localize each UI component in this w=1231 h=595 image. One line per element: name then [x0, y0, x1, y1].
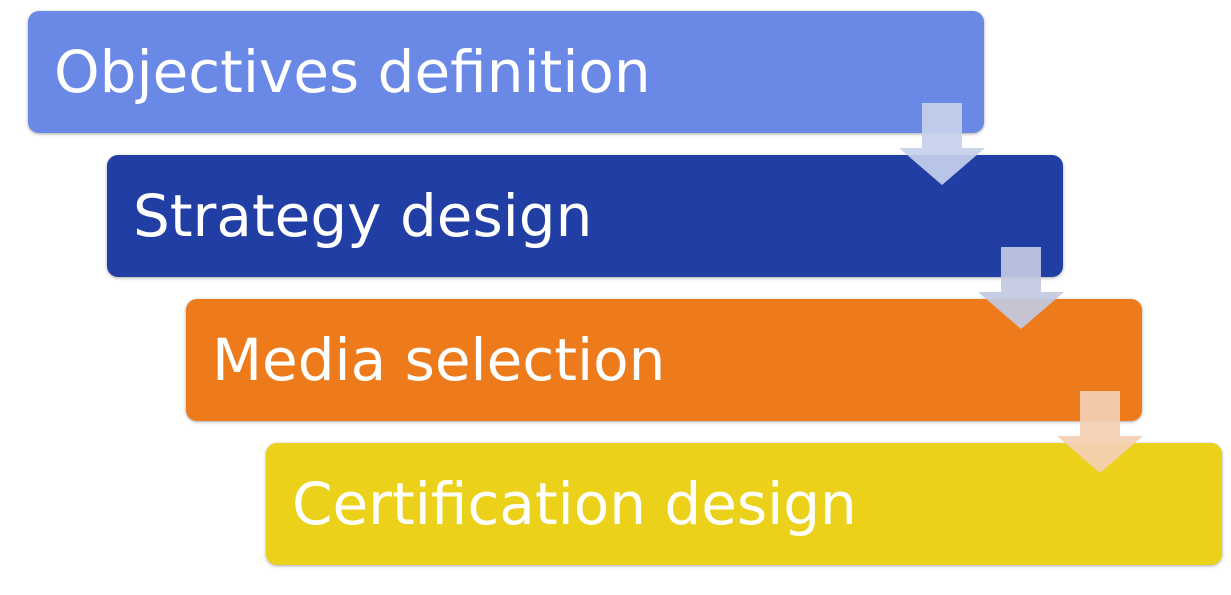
down-arrow-icon: [1057, 391, 1143, 473]
step-strategy-design: Strategy design: [107, 155, 1063, 277]
step-certification-design: Certification design: [266, 443, 1222, 565]
step-label: Media selection: [212, 326, 666, 394]
step-label: Strategy design: [133, 182, 593, 250]
down-arrow-icon: [978, 247, 1064, 329]
down-arrow-icon: [899, 103, 985, 185]
step-label: Certification design: [292, 470, 857, 538]
step-label: Objectives definition: [54, 38, 651, 106]
step-media-selection: Media selection: [186, 299, 1142, 421]
step-objectives-definition: Objectives definition: [28, 11, 984, 133]
